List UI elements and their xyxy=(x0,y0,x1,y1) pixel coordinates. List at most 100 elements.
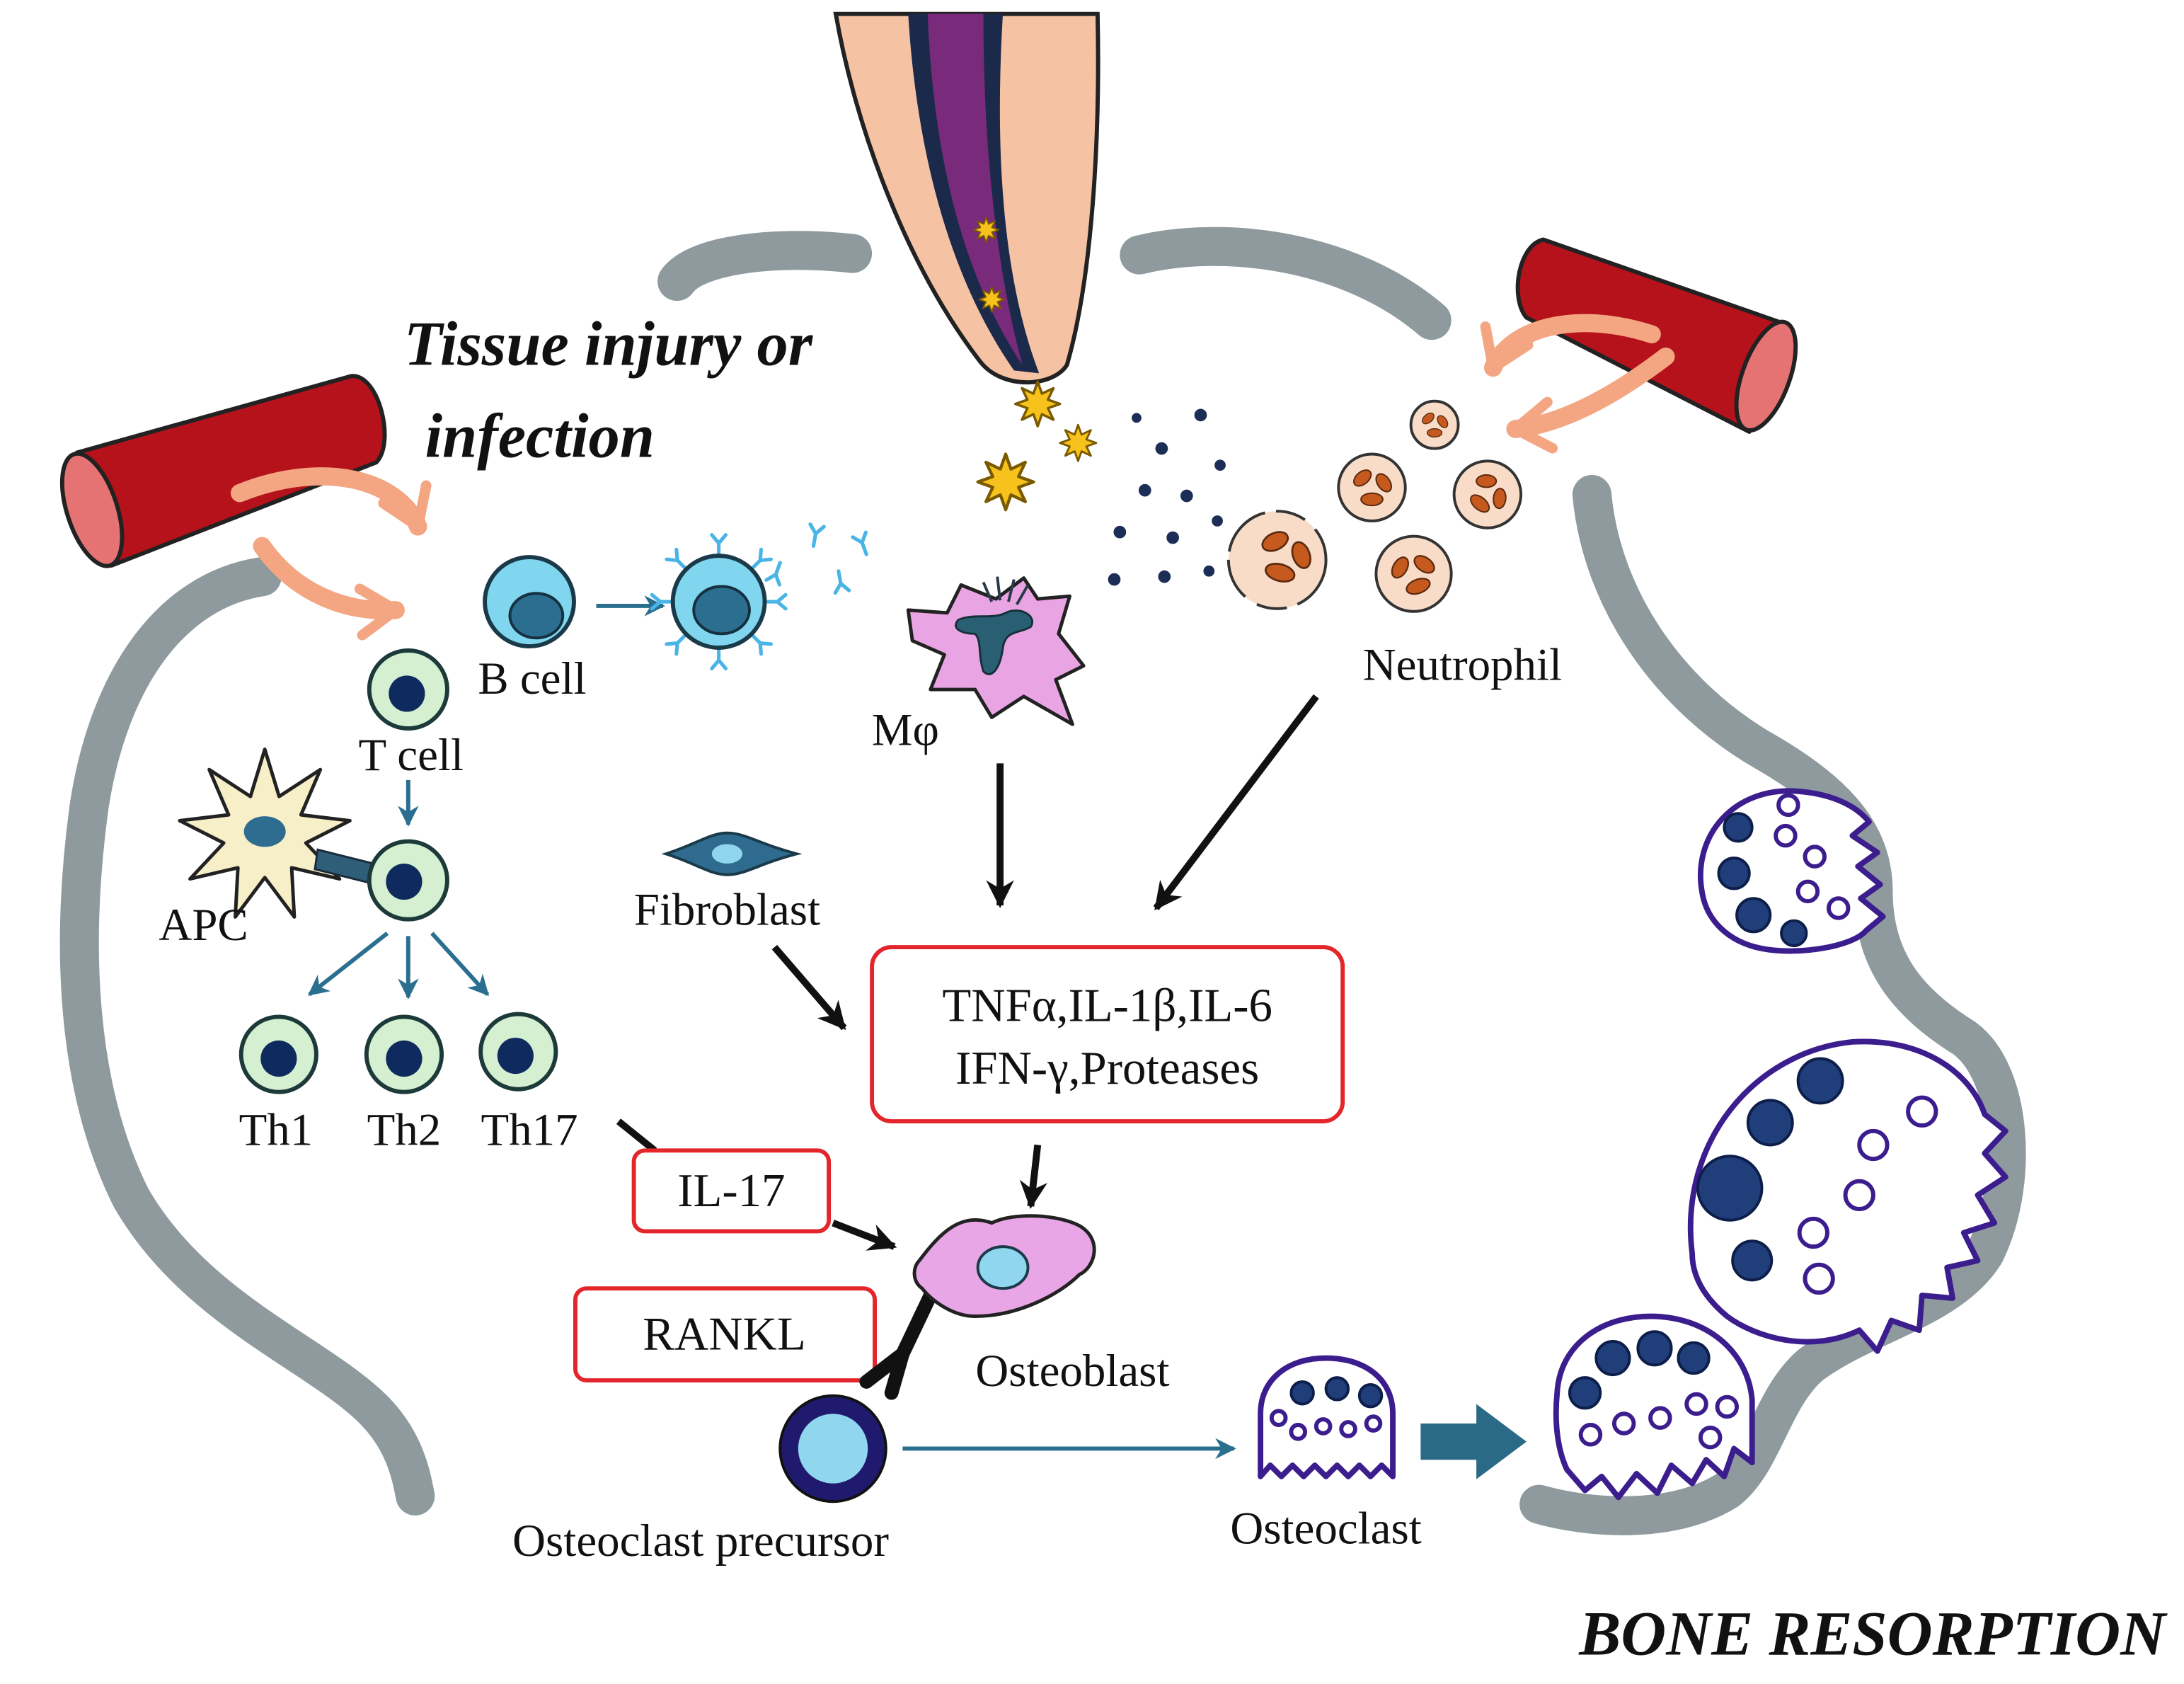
neutrophil-body xyxy=(1226,510,1328,610)
vessel-opening xyxy=(1734,319,1798,433)
osteoblast-label: Osteoblast xyxy=(975,1346,1169,1397)
fibroblast-label: Fibroblast xyxy=(634,885,820,936)
neutrophils xyxy=(1226,399,1523,613)
osteoclast-vesicle xyxy=(1648,1406,1672,1430)
bacteria-star-icon xyxy=(1059,423,1098,462)
debris-dot xyxy=(1212,515,1223,527)
th17-cell xyxy=(478,1012,558,1092)
th1-cell-nucleus xyxy=(260,1040,297,1077)
antibody-icon xyxy=(712,535,726,556)
osteoclast-vesicle xyxy=(1269,1409,1288,1427)
osteoclast-nucleus xyxy=(1289,1380,1315,1406)
title-line-2: infection xyxy=(425,401,655,471)
cytokines-to-osteoblast-arrow xyxy=(1019,1144,1047,1209)
th1-label: Th1 xyxy=(239,1104,314,1155)
il17-box-border xyxy=(631,1148,832,1234)
osteoclast-nucleus xyxy=(1324,1376,1350,1402)
differentiation-arrow xyxy=(307,932,389,997)
bacteria-star-icon xyxy=(1014,380,1062,428)
rankl-box-border xyxy=(573,1286,877,1382)
osteoclast-vesicle xyxy=(1857,1128,1890,1162)
osteoclast-vesicle xyxy=(1776,793,1800,818)
osteoclast-nucleus xyxy=(1357,1382,1384,1409)
osteoclast-vesicle xyxy=(1364,1414,1383,1433)
debris-dot xyxy=(1138,483,1151,497)
macrophage-label: Mφ xyxy=(872,705,939,756)
il17-box: IL-17 xyxy=(631,1148,832,1234)
osteoclast-vesicle xyxy=(1314,1417,1333,1436)
osteoclast-nucleus xyxy=(1594,1339,1631,1377)
rankl-rank-binding xyxy=(859,1288,938,1400)
b-cell-label: B cell xyxy=(478,653,586,704)
th2-label: Th2 xyxy=(367,1104,442,1155)
osteoclast-vesicle xyxy=(1698,1425,1723,1450)
osteoclast-small xyxy=(1258,1355,1396,1479)
osteoclast-nucleus xyxy=(1746,1099,1794,1147)
tooth-root xyxy=(833,11,1100,384)
apc-label: APC xyxy=(159,900,248,951)
bacteria-star-icon xyxy=(978,286,1006,313)
root-canal xyxy=(927,13,1023,365)
bone-crest-left xyxy=(657,231,873,302)
title-line-1: Tissue injury or xyxy=(404,310,814,379)
osteoclast-vesicle xyxy=(1797,1216,1829,1249)
activated-t-cell-nucleus xyxy=(386,864,423,900)
fibroblast-nucleus xyxy=(711,844,743,864)
t-cell-nucleus xyxy=(389,675,425,712)
cytokines-line-1: TNFα,IL-1β,IL-6 xyxy=(942,979,1272,1031)
osteoclast-vesicle xyxy=(1774,823,1798,848)
th2-cell xyxy=(364,1014,444,1094)
differentiation-arrow xyxy=(430,932,490,997)
rankl-box: RANKL xyxy=(573,1286,877,1382)
osteoclast-top xyxy=(1698,788,1886,954)
plasma-cell-nucleus xyxy=(692,585,751,636)
t-cell xyxy=(367,648,449,731)
bone-resorption-label: BONE RESORPTION xyxy=(1578,1600,2168,1669)
resorption-arrow xyxy=(1420,1404,1527,1479)
antibody-icon xyxy=(712,648,726,669)
recruitment-arrow xyxy=(1506,347,1675,454)
th17-cell-nucleus xyxy=(497,1037,534,1075)
th17-label: Th17 xyxy=(481,1104,578,1155)
recruitment-arrows xyxy=(230,314,1675,641)
neutrophil-body xyxy=(1337,452,1407,522)
osteoclast-vesicle xyxy=(1578,1423,1603,1447)
plasma-cell xyxy=(652,535,786,669)
debris-dot xyxy=(1113,525,1127,539)
osteoclast-precursor-label: Osteoclast precursor xyxy=(512,1516,889,1566)
debris-dot xyxy=(1180,489,1193,503)
neutrophil-to-cytokines-arrow xyxy=(1153,694,1319,911)
apc xyxy=(178,748,375,919)
cytokines-line-2: IFN-γ,Proteases xyxy=(955,1042,1259,1094)
osteoclast-nucleus xyxy=(1735,897,1772,934)
osteoclast-vesicle xyxy=(1289,1423,1308,1441)
osteoclast-nucleus xyxy=(1717,857,1751,890)
blood-vessel-left xyxy=(59,374,387,568)
vessel-opening xyxy=(59,451,125,568)
bacteria xyxy=(978,380,1098,510)
il17-to-osteoblast-arrow xyxy=(832,1220,897,1251)
cytokines-box: TNFα,IL-1β,IL-6 IFN-γ,Proteases xyxy=(870,945,1345,1123)
macrophage-pseudopod-fringe xyxy=(982,576,1030,605)
osteoclast-vesicle xyxy=(1906,1095,1938,1128)
antibody-icon xyxy=(853,532,873,556)
osteoclast-nucleus xyxy=(1731,1239,1774,1282)
rankl-label: RANKL xyxy=(643,1308,805,1361)
osteoclast-vesicle xyxy=(1715,1394,1740,1419)
debris-dot xyxy=(1166,531,1179,544)
osteoblast xyxy=(859,1214,1096,1400)
osteoclast-vesicle xyxy=(1826,896,1851,920)
osteoclast-nucleus xyxy=(1677,1341,1711,1375)
osteoclast-vesicle xyxy=(1795,879,1820,904)
osteoclast-label: Osteoclast xyxy=(1230,1503,1421,1554)
osteoclast-nucleus xyxy=(1568,1376,1602,1410)
antibody-icon xyxy=(832,570,849,592)
th17-to-il17-line xyxy=(616,1118,657,1154)
bone-outline xyxy=(59,227,2026,1535)
apc-nucleus xyxy=(243,816,286,847)
debris-dot xyxy=(1194,408,1207,422)
osteoclast-vesicle xyxy=(1339,1420,1357,1438)
osteoclast-precursor xyxy=(778,1394,887,1503)
osteoclast-nucleus xyxy=(1796,1057,1844,1105)
osteoblast-nucleus xyxy=(976,1245,1030,1290)
